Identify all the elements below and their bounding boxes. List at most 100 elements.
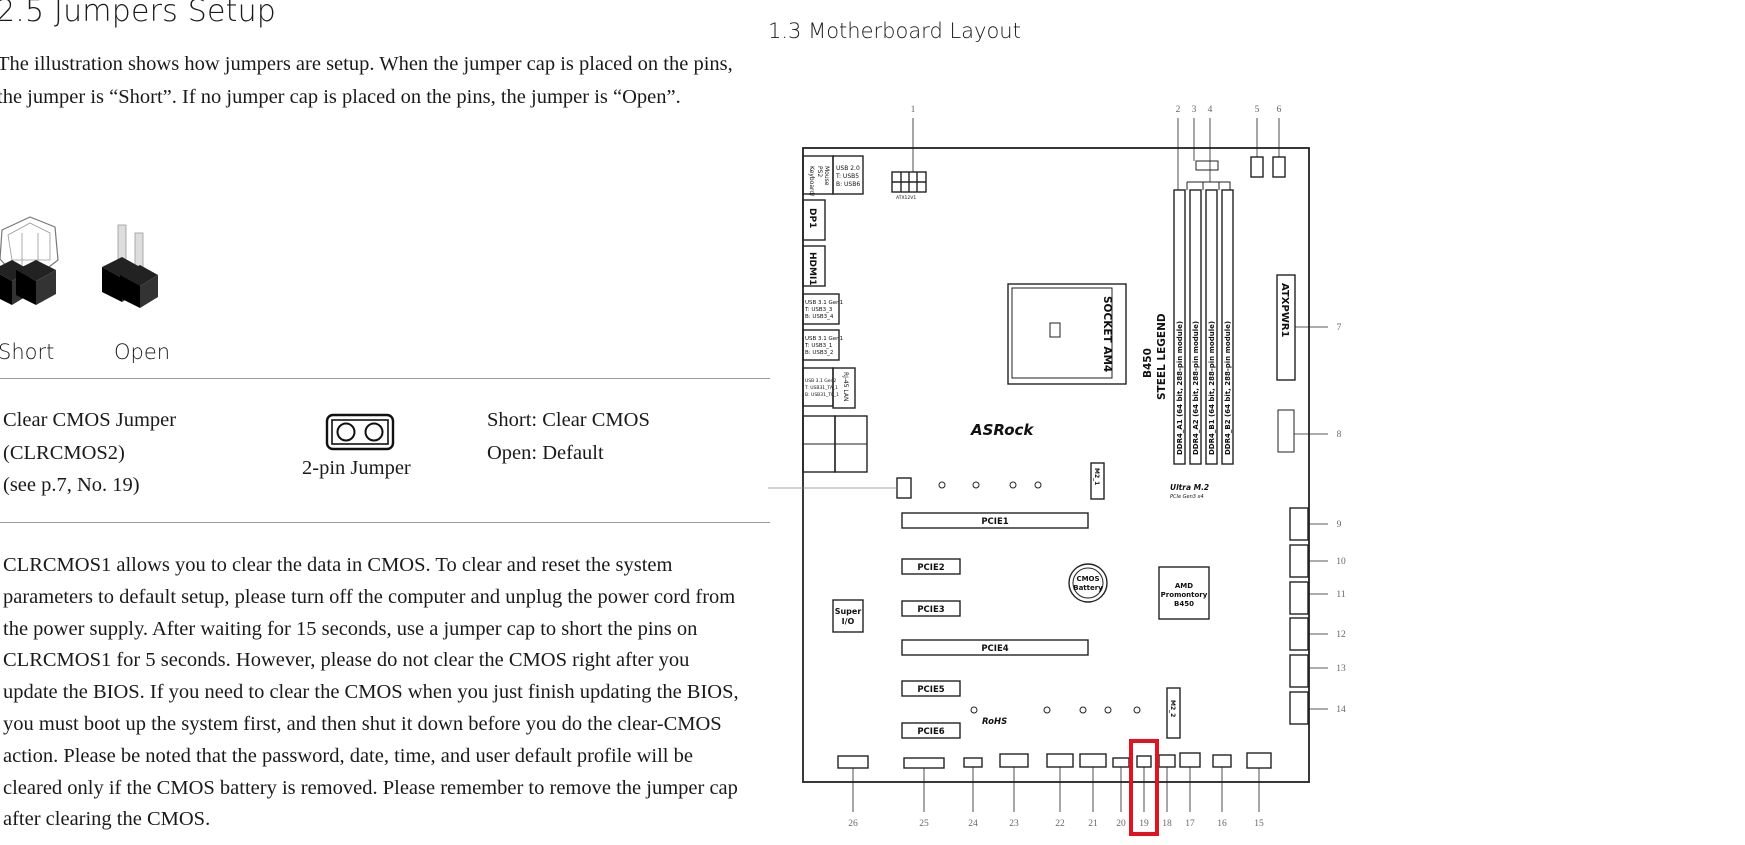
hdmi-label: HDMI1 xyxy=(807,252,817,286)
callout-18: 18 xyxy=(1162,819,1172,829)
header-17 xyxy=(1179,752,1201,768)
callout-6: 6 xyxy=(1277,105,1282,115)
callout-15: 15 xyxy=(1254,819,1264,829)
pcie6-slot xyxy=(901,722,961,739)
callout-13: 13 xyxy=(1336,664,1346,674)
header-12 xyxy=(1289,617,1309,651)
usbb-label-b: B: USB3_2 xyxy=(805,350,833,356)
socket-label: SOCKET AM4 xyxy=(1101,296,1113,372)
intro-text: The illustration shows how jumpers are s… xyxy=(0,53,733,108)
short-jumper-icon xyxy=(0,216,59,305)
m2-2-slot xyxy=(1166,687,1181,739)
callout-16: 16 xyxy=(1217,819,1227,829)
ps2-label: PS2 xyxy=(816,166,823,177)
usb3-header xyxy=(1277,409,1295,453)
fan-header-left xyxy=(896,477,912,499)
header-10 xyxy=(1289,544,1309,578)
atx-power-label: ATXPWR1 xyxy=(1279,283,1290,338)
jumper-name-cell: Clear CMOS Jumper (CLRCMOS2) (see p.7, N… xyxy=(3,404,176,502)
jumper-name-line: Clear CMOS Jumper xyxy=(3,409,177,431)
callout-22: 22 xyxy=(1055,819,1065,829)
jumper-name-line: (CLRCMOS2) xyxy=(3,441,125,464)
cmos-battery-label-2: Battery xyxy=(1073,584,1103,592)
header-23 xyxy=(999,753,1029,768)
header-26 xyxy=(837,755,869,769)
dimm-slot-a2 xyxy=(1189,189,1202,465)
header-22 xyxy=(1046,753,1074,768)
usb20-label-b: B: USB6 xyxy=(836,181,860,188)
cmos-battery-label: CMOS xyxy=(1076,575,1099,583)
dimm-slot-b1 xyxy=(1205,189,1218,465)
header-25 xyxy=(903,757,945,769)
dp-label: DP1 xyxy=(807,208,817,228)
clrcmos-description: CLRCMOS1 allows you to clear the data in… xyxy=(3,550,743,836)
fan-header-6 xyxy=(1272,156,1286,178)
m2-2-label: M2_2 xyxy=(1169,700,1176,717)
usblan-label: USB 3.1 Gen2 xyxy=(805,378,836,384)
header-16 xyxy=(1212,754,1232,768)
atx-power-connector xyxy=(1276,274,1296,381)
callout-10: 10 xyxy=(1336,557,1346,567)
callout-5: 5 xyxy=(1255,105,1260,115)
chipset-label-3: B450 xyxy=(1174,600,1194,608)
usb20-label-t: T: USB5 xyxy=(835,173,859,180)
header-9 xyxy=(1289,507,1309,541)
ultra-m2-sub: PCIe Gen3 x4 xyxy=(1170,494,1204,500)
callout-21: 21 xyxy=(1088,819,1098,829)
callout-24: 24 xyxy=(968,819,978,829)
jumper-setting-line: Short: Clear CMOS xyxy=(487,409,650,431)
callout-1: 1 xyxy=(911,105,916,115)
description-text: CLRCMOS1 allows you to clear the data in… xyxy=(3,554,739,831)
dimm-a1-label: DDR4_A1 (64 bit, 288-pin module) xyxy=(1176,321,1184,455)
table-top-rule xyxy=(0,378,770,379)
usba-label-b: B: USB3_4 xyxy=(805,314,834,320)
jumper-name-line: (see p.7, No. 19) xyxy=(3,474,140,496)
dimm-a2-label: DDR4_A2 (64 bit, 288-pin module) xyxy=(1192,321,1200,455)
fan-header-5 xyxy=(1250,156,1264,178)
callout-23: 23 xyxy=(1009,819,1019,829)
hdmi-port xyxy=(802,245,826,287)
jumper-type-label: 2-pin Jumper xyxy=(302,457,411,479)
pcie3-slot xyxy=(901,600,961,617)
usb-b-port xyxy=(802,329,840,361)
pcie6-label: PCIE6 xyxy=(917,727,944,737)
model-line2: STEEL LEGEND xyxy=(1156,313,1168,400)
callout-17: 17 xyxy=(1185,819,1195,829)
callout-19: 19 xyxy=(1139,819,1149,829)
callout-14: 14 xyxy=(1336,705,1346,715)
lan-port xyxy=(832,367,856,409)
pcie2-label: PCIE2 xyxy=(917,563,944,573)
pcie5-label: PCIE5 xyxy=(917,685,944,695)
super-io-label-2: I/O xyxy=(842,617,855,626)
dp-port xyxy=(802,199,826,241)
header-13 xyxy=(1289,654,1309,688)
dimm-b1-label: DDR4_B1 (64 bit, 288-pin module) xyxy=(1208,321,1216,455)
callout-9: 9 xyxy=(1337,520,1342,530)
header-15 xyxy=(1246,752,1272,769)
pcie1-slot xyxy=(901,512,1089,529)
usba-label-t: T: USB3_3 xyxy=(804,307,833,313)
callout-2: 2 xyxy=(1176,105,1181,115)
jumper-illustration xyxy=(0,216,158,308)
chipset-label-2: Promontory xyxy=(1161,591,1208,599)
cpu-socket xyxy=(1007,283,1127,385)
header-11 xyxy=(1289,581,1309,615)
open-label: Open xyxy=(114,340,171,364)
table-bottom-rule xyxy=(0,522,770,523)
brand-logo: ASRock xyxy=(970,421,1034,439)
usba-label: USB 3.1 Gen1 xyxy=(805,300,843,306)
usblan-label-t: T: USB31_TA_1 xyxy=(804,385,838,391)
section-title: 2.5 Jumpers Setup xyxy=(0,0,277,29)
two-pin-jumper-icon xyxy=(325,413,395,451)
usblan-label-b: B: USB31_TC_1 xyxy=(805,392,839,398)
usbb-label-t: T: USB3_1 xyxy=(804,343,832,349)
pcie3-label: PCIE3 xyxy=(917,605,944,615)
layout-section-title: 1.3 Motherboard Layout xyxy=(768,19,1021,43)
motherboard-diagram: PS2 Keyboard/ Mouse USB 2.0 T: USB5 B: U… xyxy=(768,105,1346,836)
intro-paragraph: The illustration shows how jumpers are s… xyxy=(0,48,737,113)
pcie4-label: PCIE4 xyxy=(981,644,1008,654)
usb20-port xyxy=(832,155,864,195)
callout-25: 25 xyxy=(919,819,929,829)
callout-7: 7 xyxy=(1337,323,1342,333)
pcie2-slot xyxy=(901,558,961,575)
